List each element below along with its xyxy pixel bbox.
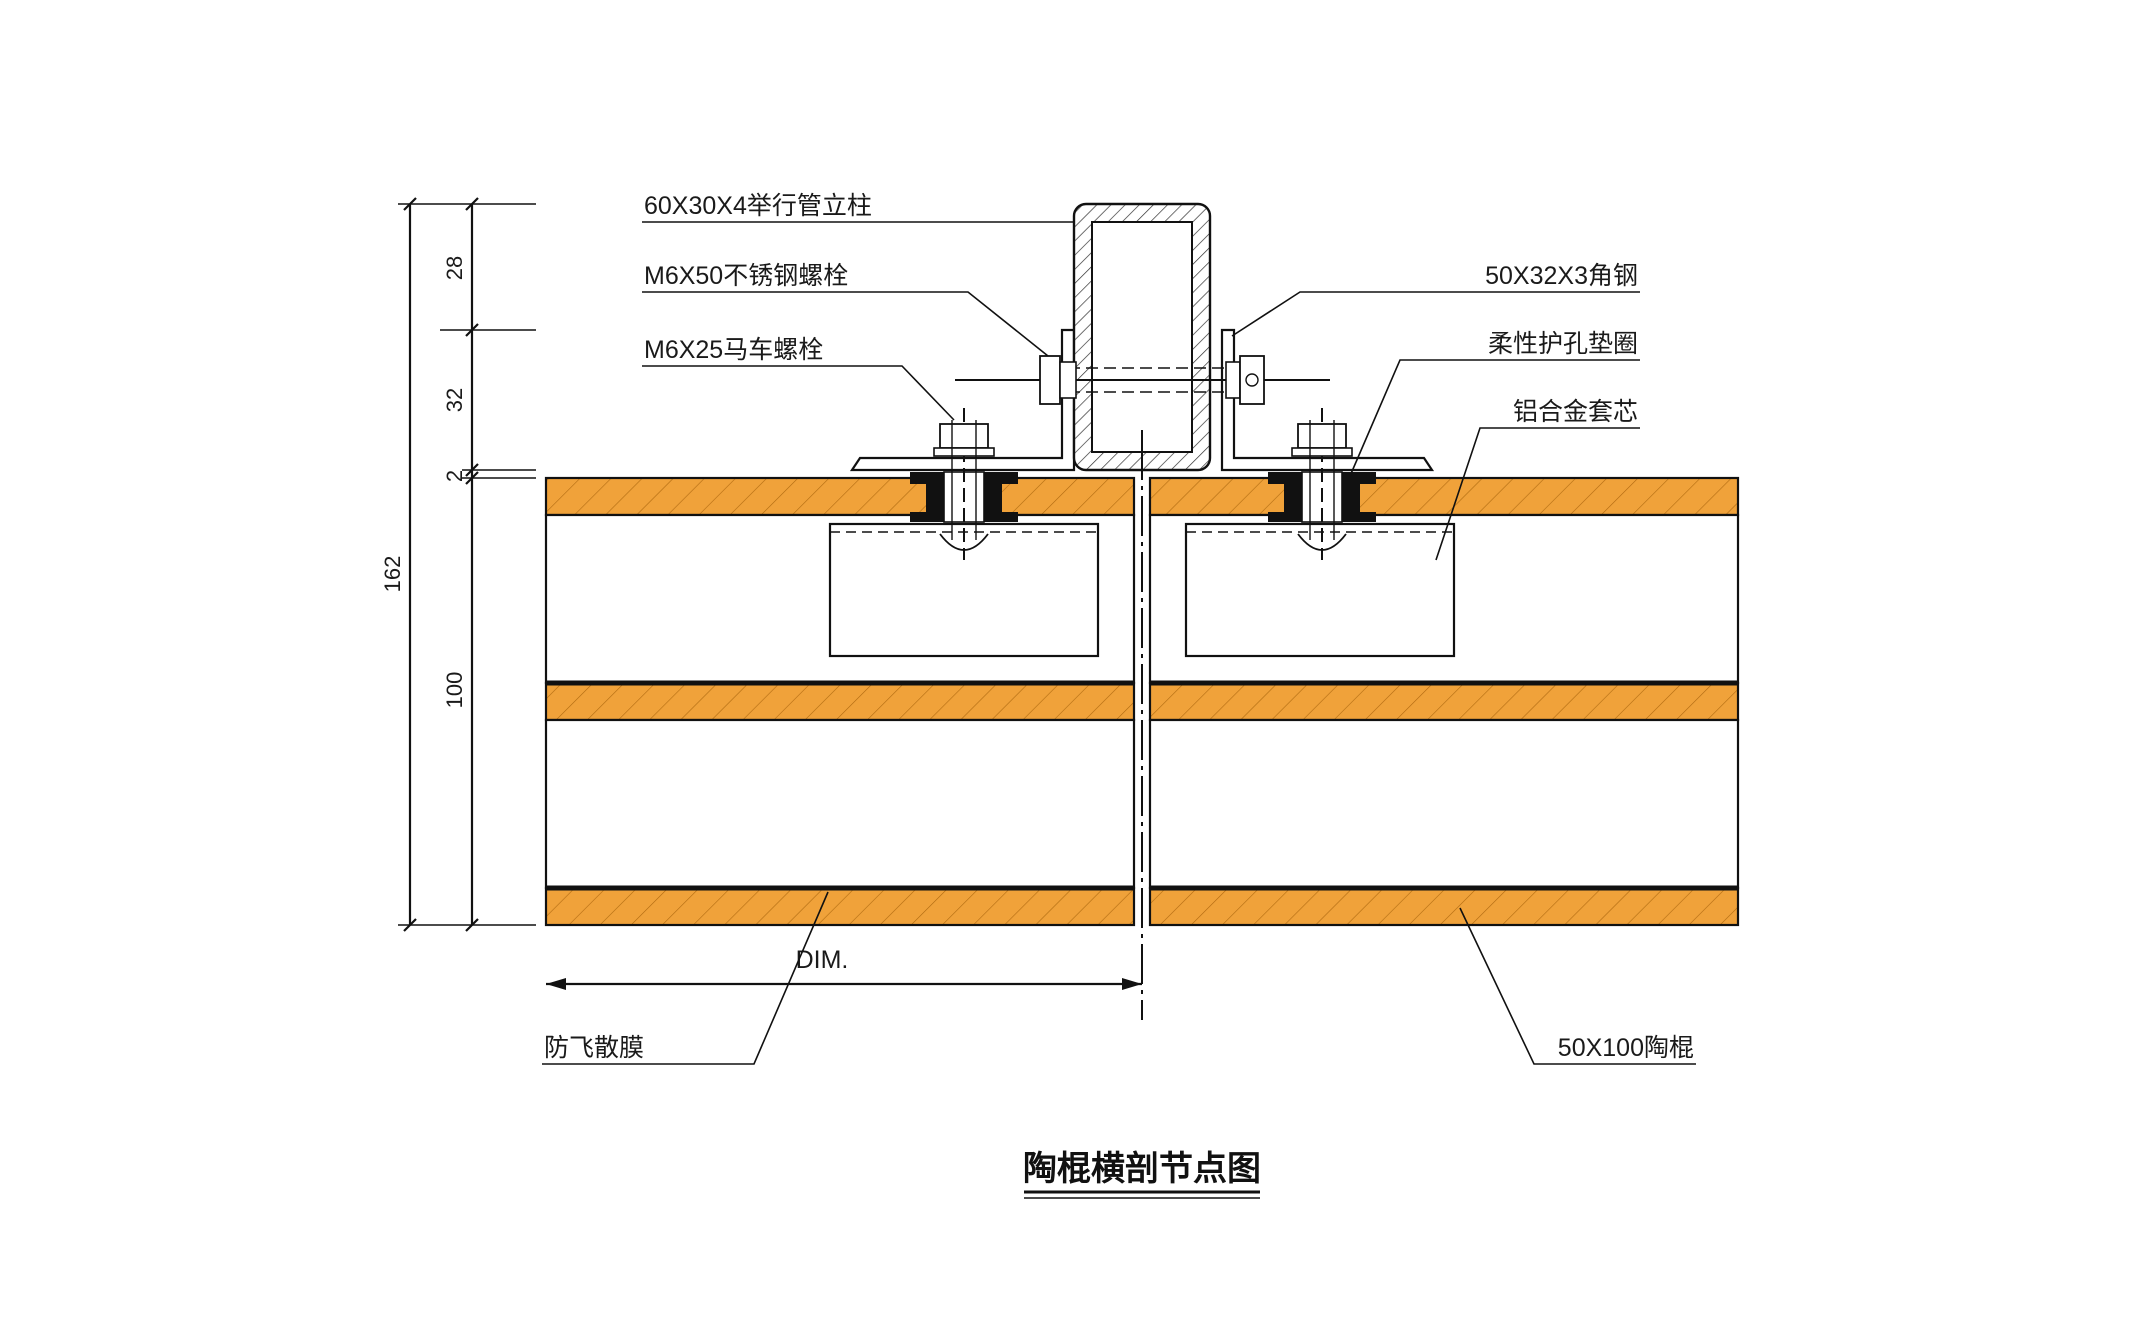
carriage-bolt-right (1291, 408, 1353, 560)
label-grommet: 柔性护孔垫圈 (1488, 330, 1638, 358)
through-bolt (955, 355, 1330, 405)
dim-100: 100 (442, 672, 467, 709)
angle-steel-left (849, 328, 1076, 472)
label-alu-core: 铝合金套芯 (1513, 398, 1638, 426)
label-film: 防飞散膜 (544, 1034, 644, 1062)
aluminum-core-right (1184, 522, 1456, 658)
label-carriage-bolt: M6X25马车螺栓 (644, 336, 823, 364)
label-ss-bolt: M6X50不锈钢螺栓 (644, 262, 848, 290)
leader-lines (542, 221, 1696, 1065)
label-terracotta-rod: 50X100陶棍 (1558, 1034, 1694, 1062)
carriage-bolt-left (933, 408, 995, 560)
rectangular-tube-post (1072, 202, 1212, 472)
drawing-title: 陶棍横剖节点图 (1023, 1149, 1261, 1189)
dim-horizontal (546, 978, 1142, 990)
dimension-lines (398, 197, 536, 932)
title-underline (1024, 1190, 1260, 1199)
angle-steel-right (1220, 328, 1435, 472)
aluminum-core-left (828, 522, 1100, 658)
label-angle-steel: 50X32X3角钢 (1485, 262, 1638, 290)
dim-label: DIM. (796, 946, 849, 974)
dim-162: 162 (380, 556, 405, 593)
label-tube-post: 60X30X4举行管立柱 (644, 192, 872, 220)
dim-28: 28 (442, 256, 467, 280)
dim-2: 2 (442, 470, 467, 482)
dim-32: 32 (442, 388, 467, 412)
